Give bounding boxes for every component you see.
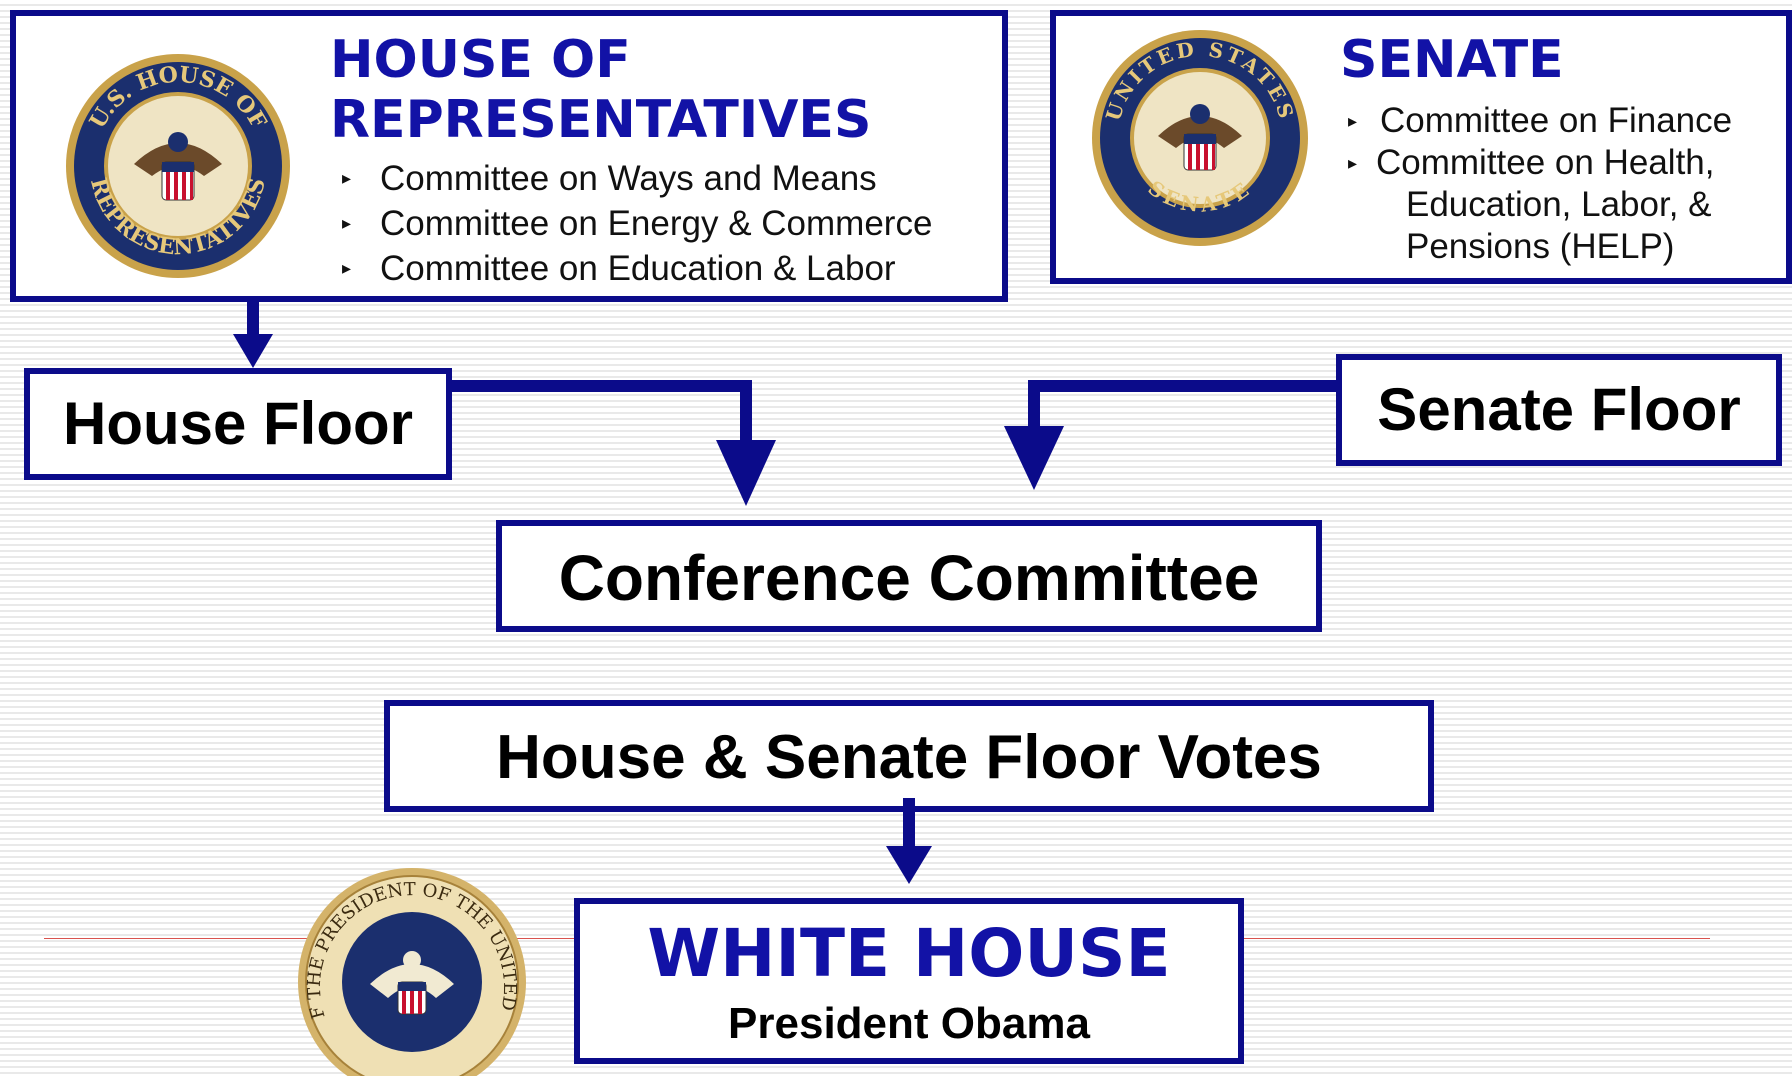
senate-committee-list: ▸Committee on Finance ▸Committee on Heal…: [1340, 100, 1732, 268]
list-item: ▸Committee on Education & Labor: [334, 246, 932, 291]
list-item-continued: Education, Labor, &: [1406, 185, 1712, 224]
bullet-icon: ▸: [1348, 111, 1358, 131]
house-seal-icon: U.S. HOUSE OF REPRESENTATIVES: [66, 54, 290, 278]
conference-committee-box: Conference Committee: [496, 520, 1322, 632]
bullet-icon: ▸: [1348, 153, 1358, 173]
presidential-seal-icon: SEAL OF THE PRESIDENT OF THE UNITED STAT…: [296, 864, 526, 1076]
white-house-box: WHITE HOUSE President Obama: [574, 898, 1244, 1064]
house-committee-list: ▸Committee on Ways and Means ▸Committee …: [334, 156, 932, 291]
house-floor-label: House Floor: [62, 390, 413, 457]
arrowhead-icon: [1004, 426, 1064, 490]
floor-votes-label: House & Senate Floor Votes: [496, 723, 1322, 792]
senate-floor-box: Senate Floor: [1336, 354, 1782, 466]
floor-votes-box: House & Senate Floor Votes: [384, 700, 1434, 812]
arrowheads: [233, 334, 1064, 884]
arrowhead-icon: [233, 334, 273, 368]
list-item: ▸Committee on Finance: [1348, 101, 1733, 140]
white-house-title: WHITE HOUSE: [647, 915, 1171, 992]
white-house-subtitle: President Obama: [728, 999, 1090, 1048]
house-box: U.S. HOUSE OF REPRESENTATIVES HOUSE OF R…: [10, 10, 1008, 302]
senate-floor-to-conference-connector: [1028, 380, 1336, 456]
senate-box: UNITED STATES SENATE SENATE ▸Committee o…: [1050, 10, 1792, 284]
list-item: ▸Committee on Health,: [1348, 143, 1715, 182]
bullet-icon: ▸: [342, 168, 352, 188]
list-item: ▸Committee on Energy & Commerce: [334, 201, 932, 246]
house-title: HOUSE OF REPRESENTATIVES: [330, 30, 871, 150]
senate-title: SENATE: [1340, 30, 1564, 90]
bullet-icon: ▸: [342, 258, 352, 278]
senate-floor-label: Senate Floor: [1377, 376, 1741, 443]
conference-committee-label: Conference Committee: [558, 542, 1260, 614]
list-item-continued: Pensions (HELP): [1406, 227, 1675, 266]
house-title-line2: REPRESENTATIVES: [330, 90, 872, 150]
list-item: ▸Committee on Ways and Means: [334, 156, 932, 201]
house-title-line1: HOUSE OF: [330, 30, 631, 90]
house-floor-to-conference-connector: [452, 380, 752, 470]
arrowhead-icon: [886, 846, 932, 884]
senate-seal-icon: UNITED STATES SENATE: [1092, 30, 1308, 246]
arrowhead-icon: [716, 440, 776, 506]
bullet-icon: ▸: [342, 213, 352, 233]
house-floor-box: House Floor: [24, 368, 452, 480]
